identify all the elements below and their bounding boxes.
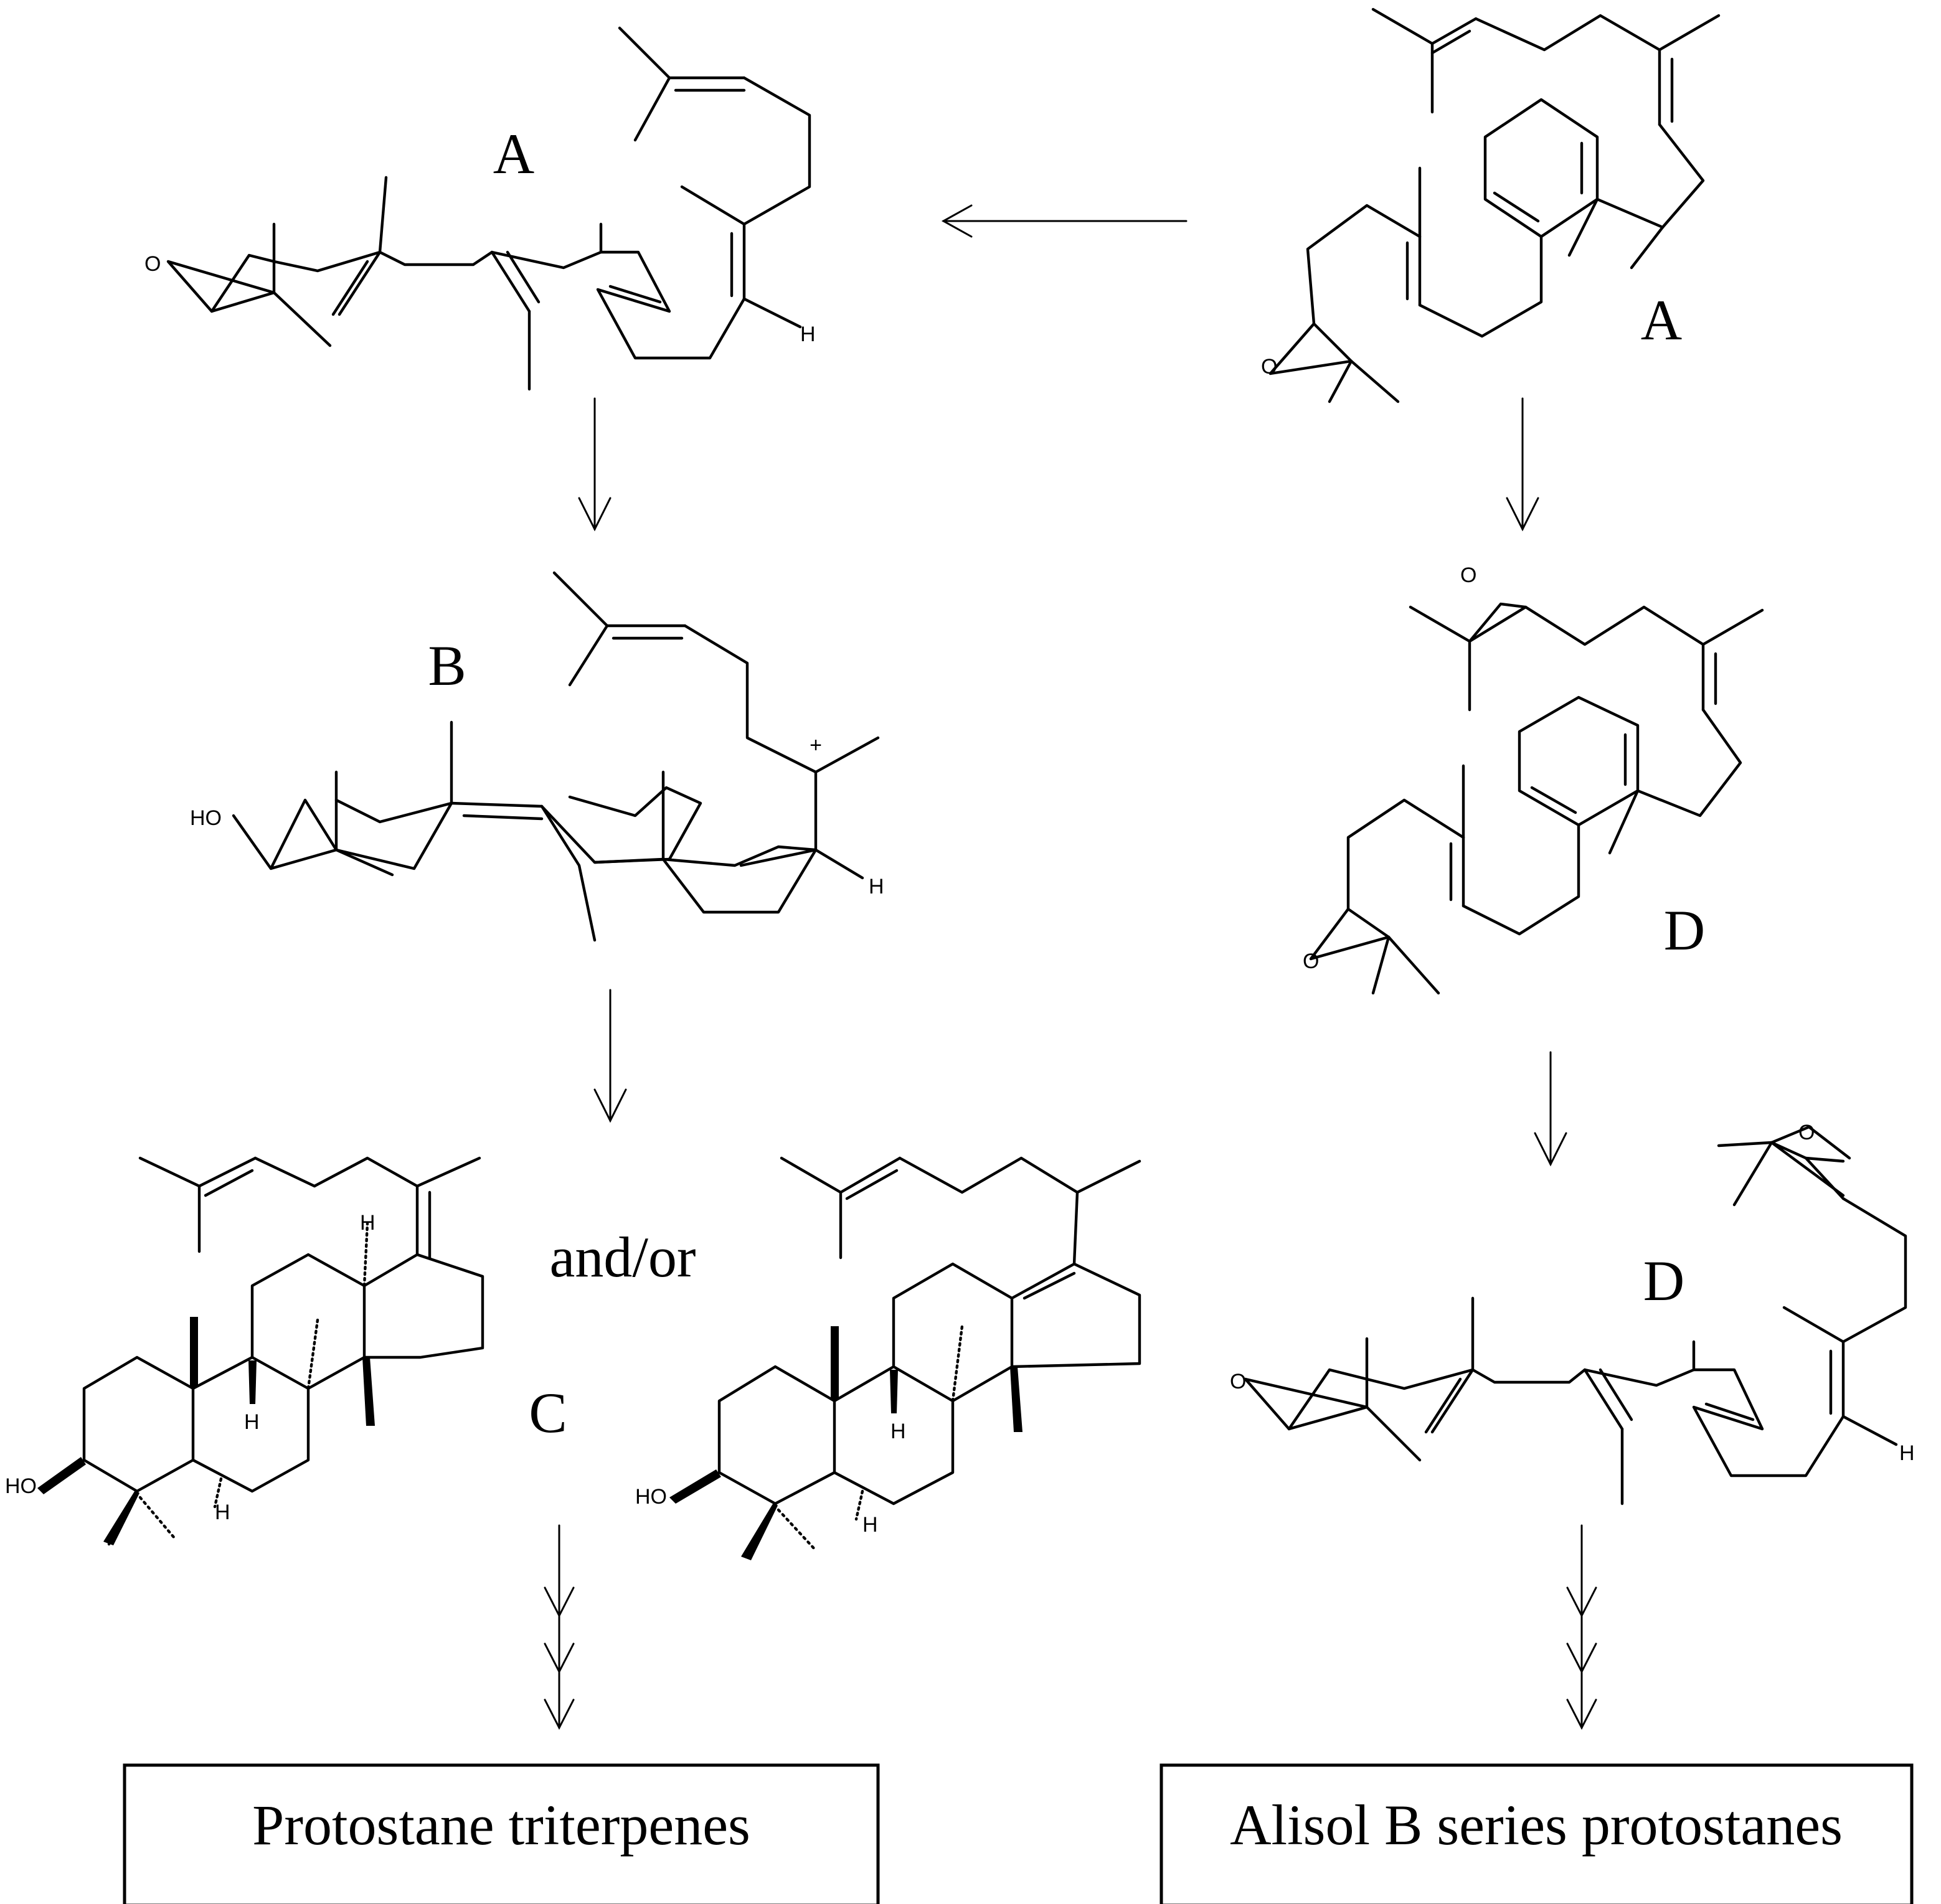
hash-methyl-c1 [138,1496,176,1540]
cation-charge-label: + [810,733,822,757]
structure-b: HO + H B [190,571,884,942]
triple-arrow-right [1566,1524,1597,1730]
hydrogen-label-c1-5: H [215,1501,230,1524]
hydroxyl-label-c1: HO [5,1474,37,1498]
hydrogen-label-c1-13: H [360,1211,375,1235]
arrows [544,204,1597,1730]
hydrogen-label-c2-5: H [862,1513,878,1537]
structure-a-right: O A [1261,7,1721,403]
hydrogen-label-d-bottom: H [1899,1441,1915,1465]
hydroxyl-label-b: HO [190,806,222,830]
product-box-alisol: Alisol B series protostanes [1159,1763,1914,1904]
hydrogen-label-c1-9: H [244,1410,260,1434]
arrow-d-to-d [1534,1051,1567,1167]
hydrogen-label-a-left: H [800,323,816,346]
structure-a-left: O H A [144,26,816,391]
structure-c-right: HO H H [635,1156,1141,1560]
structure-d-top: O O D [1303,563,1764,995]
label-a-left: A [493,122,534,186]
epoxide-oxygen-label-right: O [1261,355,1277,379]
label-b: B [428,634,466,697]
structure-d-bottom: O H O D [1230,1121,1915,1506]
arrow-a-to-d [1506,397,1539,532]
triple-arrow-left [544,1524,575,1730]
product-label-alisol: Alisol B series protostanes [1230,1793,1843,1857]
hydrogen-label-c2-9: H [890,1420,906,1443]
label-c: C [529,1381,567,1444]
arrow-b-to-c [593,989,627,1123]
label-d-top: D [1664,898,1705,962]
epoxide-oxygen-label-d-bottom-1: O [1230,1370,1246,1393]
and-or-label: and/or [549,1225,696,1289]
epoxide-oxygen-label: O [144,252,161,276]
hydroxyl-label-c2: HO [635,1485,667,1509]
epoxide-oxygen-label-d-top-2: O [1303,950,1319,973]
hydrogen-label-b: H [869,875,884,898]
epoxide-oxygen-label-d-top-1: O [1460,563,1476,587]
product-label-protostane: Protostane triterpenes [252,1793,750,1857]
arrow-a-right-to-a-left [941,204,1188,238]
product-box-protostane: Protostane triterpenes [123,1763,880,1904]
label-a-right: A [1641,288,1682,352]
label-d-bottom: D [1643,1249,1684,1313]
arrow-a-to-b [578,397,612,532]
structure-c-left: HO H H H [5,1156,484,1546]
epoxide-oxygen-label-d-bottom-2: O [1798,1121,1815,1144]
